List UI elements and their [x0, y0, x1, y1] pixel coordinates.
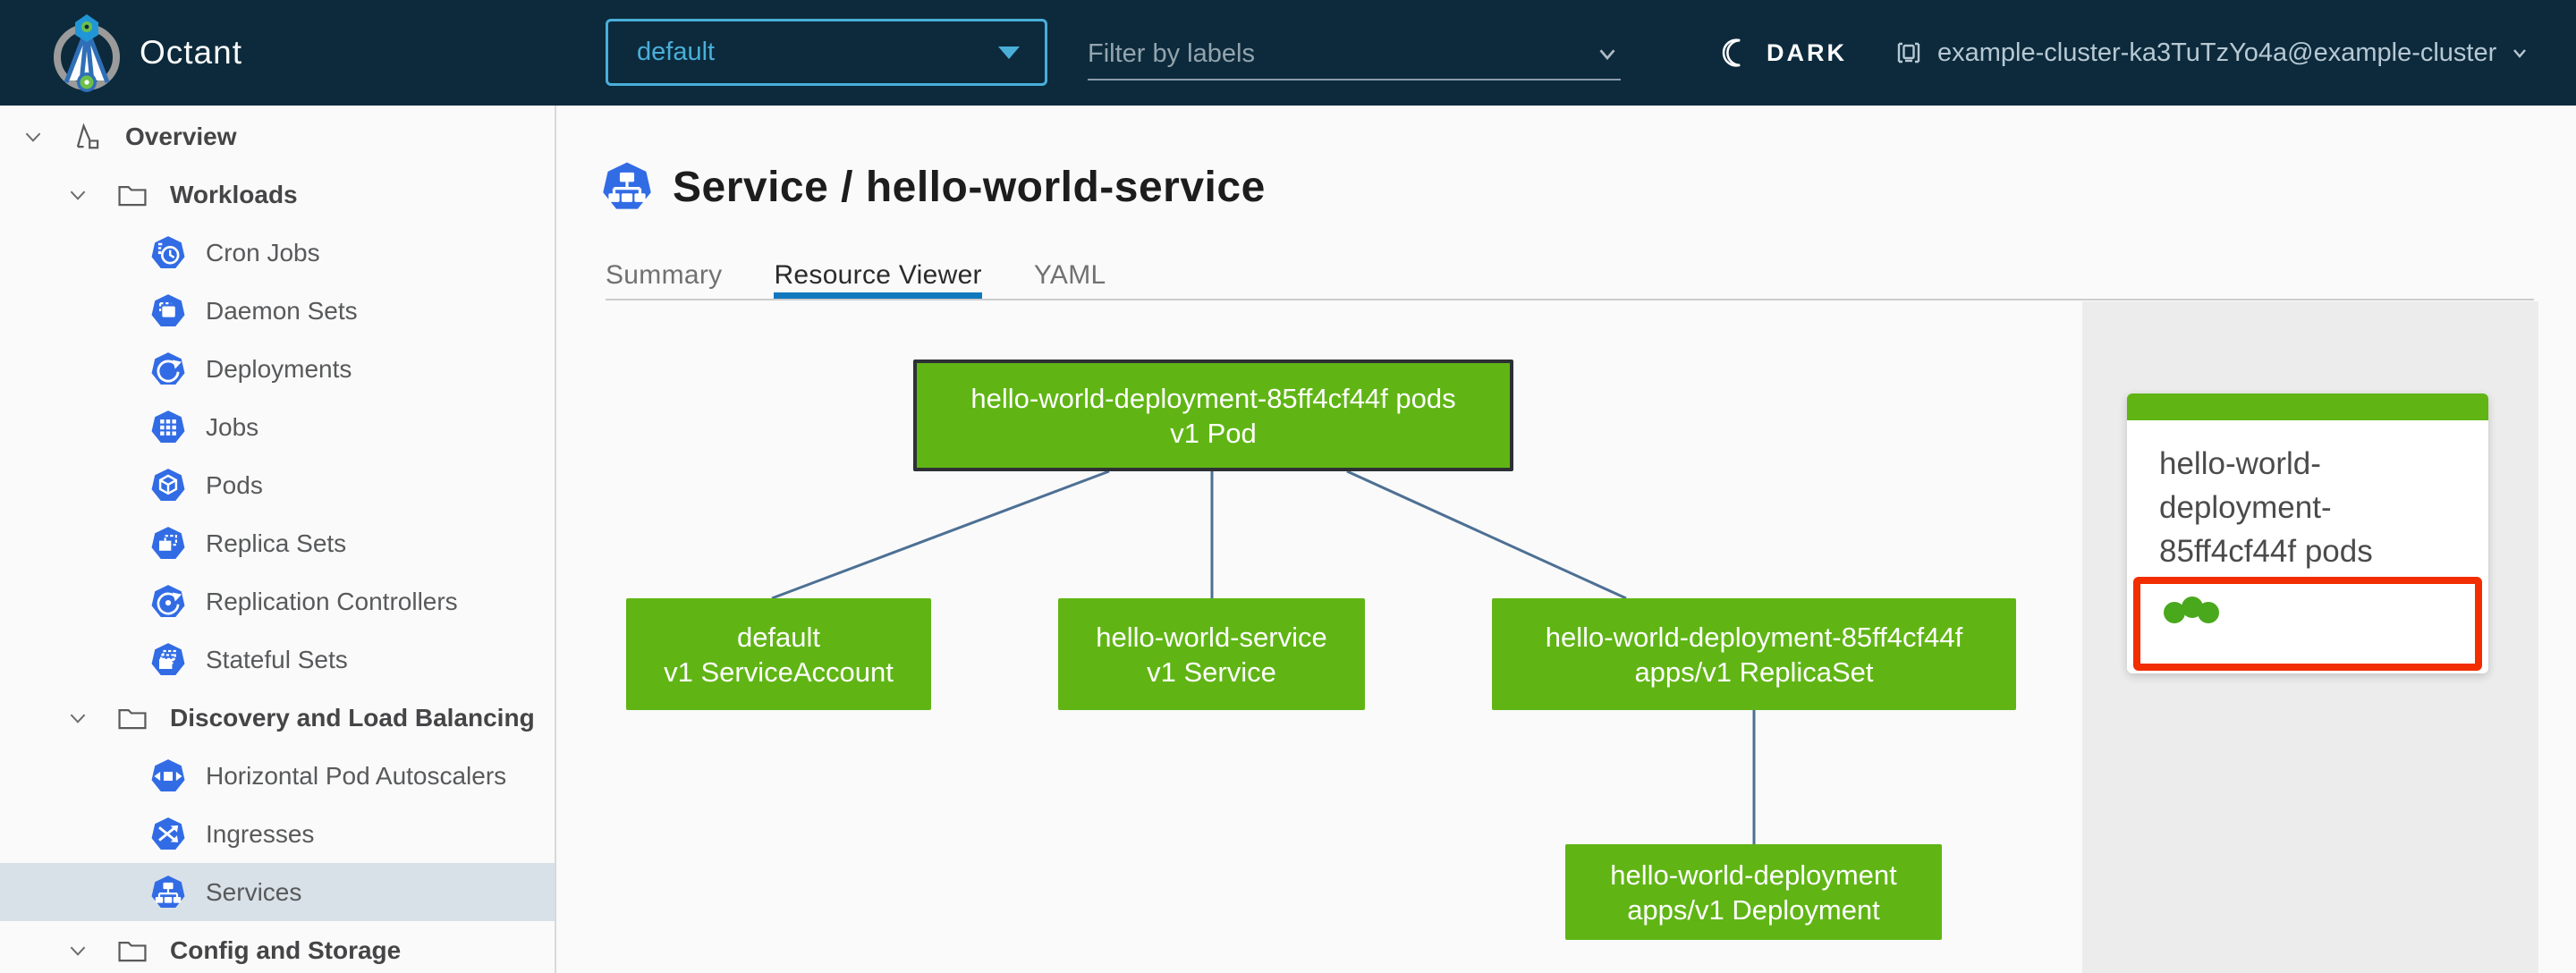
moon-icon: [1722, 38, 1741, 67]
replicasets-icon: [150, 526, 186, 562]
dropdown-caret-icon: [998, 46, 1020, 59]
app-title: Octant: [140, 34, 242, 71]
detail-card-status-bar: [2127, 393, 2488, 420]
sidebar-item-label: Replica Sets: [206, 529, 347, 557]
sidebar-item-discovery-and-load-balancing[interactable]: Discovery and Load Balancing: [0, 689, 555, 747]
tab-bar: Summary Resource Viewer YAML: [606, 250, 1106, 300]
sidebar-item-deployments[interactable]: Deployments: [0, 340, 555, 398]
sidebar-item-workloads[interactable]: Workloads: [0, 165, 555, 224]
app-header: Octant default DARK example-clust: [0, 0, 2576, 106]
sidebar-item-services[interactable]: Services: [0, 863, 555, 921]
theme-toggle-label: DARK: [1767, 38, 1847, 66]
sidebar-item-label: Daemon Sets: [206, 296, 358, 325]
tab-resource-viewer[interactable]: Resource Viewer: [774, 250, 982, 300]
replicationcontrollers-icon: [150, 584, 186, 620]
sidebar-item-label: Cron Jobs: [206, 238, 320, 267]
sidebar-item-jobs[interactable]: Jobs: [0, 398, 555, 456]
sidebar-item-label: Stateful Sets: [206, 645, 348, 673]
pod-status-highlight-box[interactable]: [2133, 577, 2482, 671]
sidebar-item-label: Replication Controllers: [206, 587, 458, 615]
sidebar-item-replica-sets[interactable]: Replica Sets: [0, 514, 555, 572]
label-filter-input[interactable]: [1088, 38, 1553, 69]
chevron-down-icon[interactable]: [63, 703, 93, 733]
sidebar-item-cron-jobs[interactable]: Cron Jobs: [0, 224, 555, 282]
sidebar-item-label: Ingresses: [206, 819, 315, 848]
cluster-context-label: example-cluster-ka3TuTzYo4a@example-clus…: [1937, 38, 2497, 67]
tab-summary[interactable]: Summary: [606, 259, 723, 290]
deployments-icon: [150, 351, 186, 387]
tab-divider: [606, 299, 2534, 300]
cluster-selector[interactable]: example-cluster-ka3TuTzYo4a@example-clus…: [1893, 0, 2530, 106]
pod-status-dot[interactable]: [2182, 596, 2203, 618]
graph-node-label: v1 Pod: [1170, 417, 1257, 449]
overview-icon: [70, 119, 106, 155]
page-title: Service / hello-world-service: [673, 163, 1266, 211]
sidebar-item-label: Pods: [206, 470, 263, 499]
graph-node-label: v1 ServiceAccount: [664, 656, 894, 688]
graph-node-label: apps/v1 Deployment: [1627, 893, 1880, 926]
chevron-down-icon: [2513, 49, 2527, 58]
namespace-dropdown[interactable]: default: [606, 19, 1047, 86]
chevron-down-icon[interactable]: [63, 935, 93, 966]
theme-toggle[interactable]: DARK: [1722, 0, 1847, 106]
chevron-down-icon[interactable]: [1594, 40, 1621, 67]
hpa-icon: [150, 758, 186, 794]
graph-edge: [771, 470, 1110, 600]
label-filter: [1088, 29, 1621, 80]
sidebar-item-stateful-sets[interactable]: Stateful Sets: [0, 630, 555, 689]
sidebar-item-pods[interactable]: Pods: [0, 456, 555, 514]
graph-node-label: apps/v1 ReplicaSet: [1634, 656, 1874, 688]
sidebar-item-daemon-sets[interactable]: Daemon Sets: [0, 282, 555, 340]
sidebar-item-horizontal-pod-autoscalers[interactable]: Horizontal Pod Autoscalers: [0, 747, 555, 805]
statefulsets-icon: [150, 642, 186, 678]
folder-icon: [114, 933, 150, 969]
graph-node-label: hello-world-service: [1096, 621, 1327, 653]
folder-icon: [114, 700, 150, 736]
sidebar-item-config-and-storage[interactable]: Config and Storage: [0, 921, 555, 973]
detail-card: hello-world-deployment-85ff4cf44f pods: [2127, 393, 2488, 673]
services-icon: [150, 875, 186, 910]
sidebar-item-replication-controllers[interactable]: Replication Controllers: [0, 572, 555, 630]
folder-icon: [114, 177, 150, 213]
sidebar-item-label: Overview: [125, 122, 237, 150]
sidebar-item-label: Discovery and Load Balancing: [170, 703, 535, 732]
graph-node-label: default: [736, 621, 821, 653]
octant-logo: [54, 14, 120, 92]
namespace-value: default: [637, 38, 716, 66]
graph-node-label: hello-world-deployment-85ff4cf44f pods: [970, 382, 1456, 414]
graph-node-label: hello-world-deployment: [1610, 859, 1897, 891]
pods-icon: [150, 468, 186, 503]
graph-node-label: hello-world-deployment-85ff4cf44f: [1545, 621, 1963, 653]
graph-edge: [1346, 470, 1627, 600]
chevron-down-icon[interactable]: [18, 122, 48, 152]
sidebar-item-label: Jobs: [206, 412, 259, 441]
ingresses-icon: [150, 816, 186, 852]
detail-card-title: hello-world-deployment-85ff4cf44f pods: [2159, 446, 2373, 569]
sidebar-item-ingresses[interactable]: Ingresses: [0, 805, 555, 863]
page-header: Service / hello-world-service: [601, 161, 1266, 213]
sidebar-item-label: Config and Storage: [170, 935, 402, 964]
tab-yaml[interactable]: YAML: [1033, 259, 1106, 290]
cronjobs-icon: [150, 235, 186, 271]
sidebar-item-label: Services: [206, 877, 302, 906]
detail-side-panel: hello-world-deployment-85ff4cf44f pods: [2082, 301, 2538, 973]
daemonsets-icon: [150, 293, 186, 329]
jobs-icon: [150, 410, 186, 445]
sidebar-item-overview[interactable]: Overview: [0, 107, 555, 165]
cluster-icon: [1897, 42, 1920, 63]
sidebar-item-label: Horizontal Pod Autoscalers: [206, 761, 507, 790]
sidebar-item-label: Deployments: [206, 354, 352, 383]
chevron-down-icon[interactable]: [63, 180, 93, 210]
graph-edges: [771, 470, 1756, 844]
sidebar-item-label: Workloads: [170, 180, 298, 208]
graph-node-label: v1 Service: [1147, 656, 1276, 688]
service-icon: [603, 162, 651, 209]
